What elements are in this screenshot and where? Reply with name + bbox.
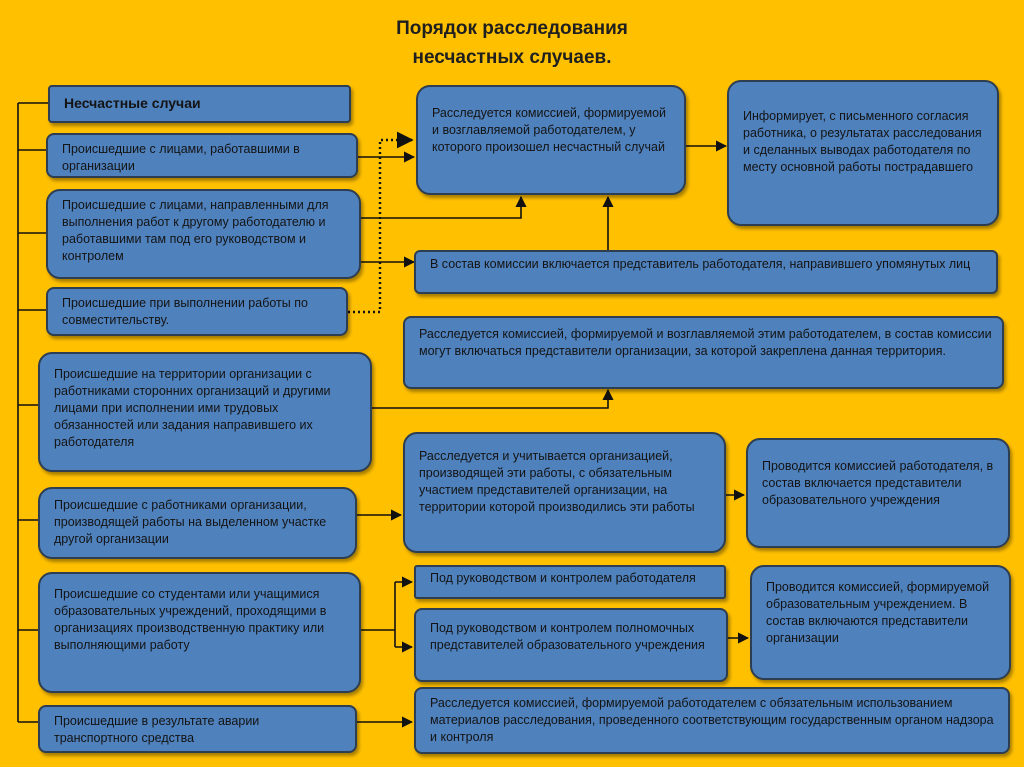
case-seconded: Происшедшие с лицами, направленными для … bbox=[46, 189, 361, 279]
cases-header: Несчастные случаи bbox=[48, 85, 351, 123]
action-employer-control: Под руководством и контролем работодател… bbox=[414, 565, 726, 599]
case-employees: Происшедшие с лицами, работавшими в орга… bbox=[46, 133, 358, 178]
action-edu-control: Под руководством и контролем полномочных… bbox=[414, 608, 728, 682]
action-edu-commission: Проводится комиссией, формируемой образо… bbox=[750, 565, 1011, 680]
page-title: Порядок расследования несчастных случаев… bbox=[396, 18, 628, 68]
case-transport: Происшедшие в результате аварии транспор… bbox=[38, 705, 357, 753]
action-inform: Информирует, с письменного согласия рабо… bbox=[727, 80, 999, 226]
action-employer-edu: Проводится комиссией работодателя, в сос… bbox=[746, 438, 1010, 548]
action-employer-commission: Расследуется комиссией, формируемой и во… bbox=[416, 85, 686, 195]
action-territory-commission: Расследуется комиссией, формируемой и во… bbox=[403, 316, 1004, 389]
case-other-site: Происшедшие с работниками организации, п… bbox=[38, 487, 357, 559]
action-include-rep: В состав комиссии включается представите… bbox=[414, 250, 998, 294]
case-part-time: Происшедшие при выполнении работы по сов… bbox=[46, 287, 348, 336]
action-org-investigates: Расследуется и учитывается организацией,… bbox=[403, 432, 726, 553]
action-state-materials: Расследуется комиссией, формируемой рабо… bbox=[414, 687, 1010, 754]
case-students: Происшедшие со студентами или учащимися … bbox=[38, 572, 361, 693]
case-territory: Происшедшие на территории организации с … bbox=[38, 352, 372, 472]
